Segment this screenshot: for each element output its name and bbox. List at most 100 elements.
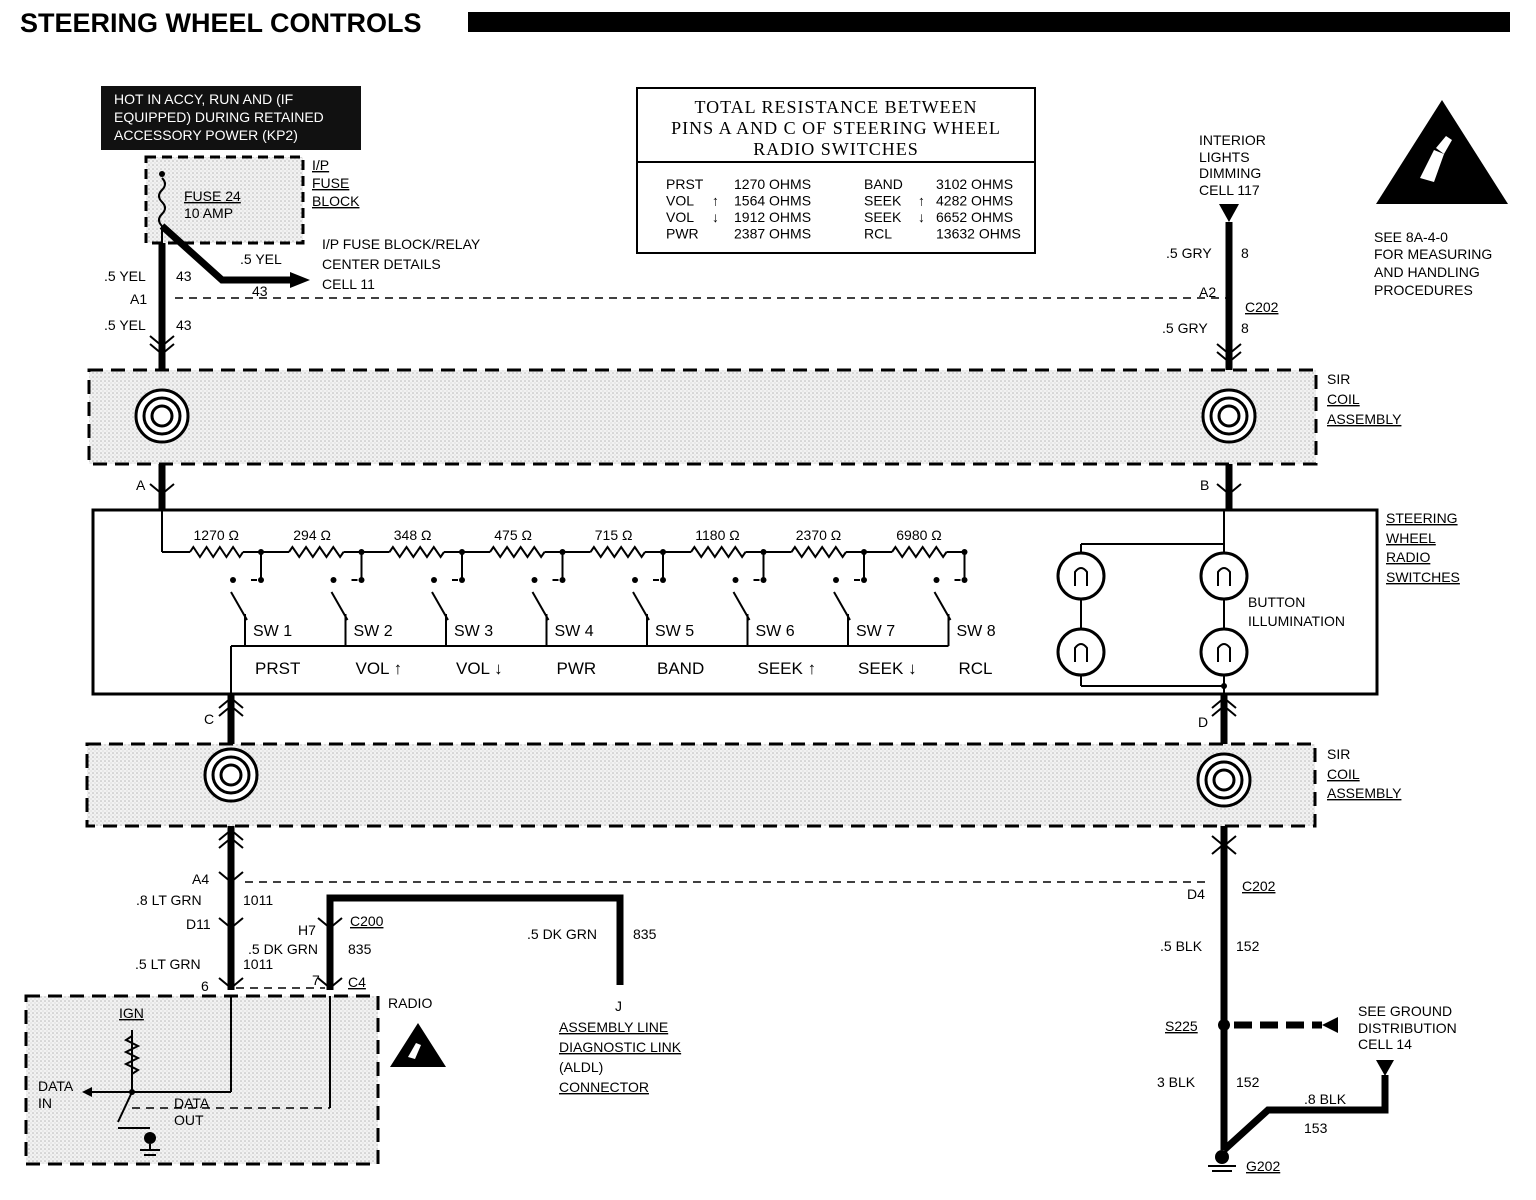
- svg-text:FUSE: FUSE: [312, 175, 349, 191]
- svg-text:HOT IN ACCY, RUN AND (IF: HOT IN ACCY, RUN AND (IF: [114, 91, 293, 107]
- rt-left-name: PRST: [666, 176, 704, 192]
- svg-text:.8 LT GRN: .8 LT GRN: [136, 892, 202, 908]
- svg-text:152: 152: [1236, 1074, 1260, 1090]
- esd-warning-icon: [1376, 100, 1508, 204]
- resistor: [690, 545, 747, 559]
- switch-label: SW 1: [253, 623, 292, 640]
- svg-text:8: 8: [1241, 320, 1249, 336]
- resistor-label: 294 Ω: [293, 527, 331, 543]
- rt-left-arrow: ↑: [712, 193, 719, 209]
- svg-text:RADIO: RADIO: [388, 995, 432, 1011]
- svg-text:SIR: SIR: [1327, 371, 1350, 387]
- svg-text:B: B: [1200, 477, 1209, 493]
- svg-text:SEE GROUND: SEE GROUND: [1358, 1003, 1452, 1019]
- rt-left-value: 1270 OHMS: [734, 176, 811, 192]
- svg-text:.5 YEL: .5 YEL: [240, 251, 282, 267]
- svg-text:TOTAL RESISTANCE BETWEEN: TOTAL RESISTANCE BETWEEN: [694, 97, 977, 117]
- svg-text:6: 6: [201, 978, 209, 994]
- interior-lights-ref: INTERIOR LIGHTS DIMMING CELL 117: [1199, 132, 1266, 222]
- svg-text:153: 153: [1304, 1120, 1328, 1136]
- switch-function: SEEK ↑: [758, 659, 817, 678]
- rt-right-arrow: ↑: [918, 193, 925, 209]
- svg-text:G202: G202: [1246, 1158, 1280, 1174]
- title-bar: [468, 12, 1510, 32]
- svg-text:DIAGNOSTIC LINK: DIAGNOSTIC LINK: [559, 1039, 682, 1055]
- resistor-label: 6980 Ω: [896, 527, 942, 543]
- svg-text:C200: C200: [350, 913, 384, 929]
- rt-right-value: 13632 OHMS: [936, 226, 1021, 242]
- svg-text:COIL: COIL: [1327, 766, 1360, 782]
- svg-text:.5 YEL: .5 YEL: [104, 268, 146, 284]
- svg-text:A1: A1: [130, 291, 147, 307]
- resistor: [589, 545, 646, 559]
- rt-left-name: VOL: [666, 193, 694, 209]
- svg-text:C4: C4: [348, 974, 366, 990]
- rt-right-name: BAND: [864, 176, 903, 192]
- radio-module: IGN DATA IN DATA OUT RADIO: [24, 994, 432, 1166]
- resistance-table: TOTAL RESISTANCE BETWEEN PINS A AND C OF…: [636, 87, 1036, 254]
- svg-text:STEERING: STEERING: [1386, 510, 1458, 526]
- svg-text:.5 DK GRN: .5 DK GRN: [527, 926, 597, 942]
- sir-coil-upper: SIR COIL ASSEMBLY: [87, 368, 1402, 466]
- svg-text:D11: D11: [186, 916, 211, 932]
- svg-text:COIL: COIL: [1327, 391, 1360, 407]
- resistor-label: 348 Ω: [394, 527, 432, 543]
- rt-left-value: 1564 OHMS: [734, 193, 811, 209]
- button-illumination: BUTTON ILLUMINATION: [1056, 510, 1345, 694]
- switch-function: PWR: [557, 659, 597, 678]
- svg-text:835: 835: [348, 941, 372, 957]
- resistor-label: 715 Ω: [595, 527, 633, 543]
- resistor: [189, 545, 244, 559]
- esd-warning-small-icon: [390, 1023, 446, 1067]
- fuse-label: FUSE 24: [184, 188, 241, 204]
- svg-text:J: J: [615, 998, 622, 1014]
- svg-text:152: 152: [1236, 938, 1260, 954]
- svg-text:BUTTON: BUTTON: [1248, 594, 1305, 610]
- rt-right-value: 3102 OHMS: [936, 176, 1013, 192]
- rt-right-name: SEEK: [864, 209, 902, 225]
- svg-text:RADIO: RADIO: [1386, 549, 1430, 565]
- svg-text:ACCESSORY POWER (KP2): ACCESSORY POWER (KP2): [114, 127, 298, 143]
- rt-right-name: SEEK: [864, 193, 902, 209]
- resistor: [790, 545, 847, 559]
- resistor: [891, 545, 948, 559]
- svg-text:EQUIPPED) DURING RETAINED: EQUIPPED) DURING RETAINED: [114, 109, 324, 125]
- svg-text:.5 LT GRN: .5 LT GRN: [135, 956, 201, 972]
- ground-symbol-g202: [1208, 1150, 1236, 1172]
- switch-label: SW 3: [454, 623, 493, 640]
- svg-text:(ALDL): (ALDL): [559, 1059, 603, 1075]
- svg-text:835: 835: [633, 926, 657, 942]
- switch-function: SEEK ↓: [858, 659, 917, 678]
- rt-right-name: RCL: [864, 226, 892, 242]
- svg-text:C202: C202: [1245, 299, 1279, 315]
- resistor: [489, 545, 546, 559]
- svg-text:A2: A2: [1199, 284, 1216, 300]
- resistor-label: 475 Ω: [494, 527, 532, 543]
- resistor-label: 1180 Ω: [695, 527, 739, 543]
- rt-right-value: 6652 OHMS: [936, 209, 1013, 225]
- svg-text:3 BLK: 3 BLK: [1157, 1074, 1196, 1090]
- sir-coil-lower: SIR COIL ASSEMBLY: [85, 742, 1402, 828]
- rt-left-arrow: ↓: [712, 209, 719, 225]
- svg-text:DATA: DATA: [174, 1095, 210, 1111]
- svg-text:.5 GRY: .5 GRY: [1166, 245, 1212, 261]
- svg-text:C202: C202: [1242, 878, 1276, 894]
- svg-text:1011: 1011: [243, 892, 273, 908]
- svg-text:FOR MEASURING: FOR MEASURING: [1374, 246, 1492, 262]
- aldl-label: ASSEMBLY LINE: [559, 1019, 668, 1035]
- svg-text:.5 BLK: .5 BLK: [1160, 938, 1203, 954]
- svg-text:PINS A AND C OF STEERING WHEEL: PINS A AND C OF STEERING WHEEL: [671, 118, 1001, 138]
- switch-label: SW 8: [957, 623, 996, 640]
- switch-label: SW 4: [555, 623, 594, 640]
- svg-text:1011: 1011: [243, 956, 273, 972]
- svg-text:A4: A4: [192, 871, 209, 887]
- svg-text:DISTRIBUTION: DISTRIBUTION: [1358, 1020, 1457, 1036]
- svg-text:CONNECTOR: CONNECTOR: [559, 1079, 649, 1095]
- rt-right-arrow: ↓: [918, 209, 925, 225]
- svg-text:8: 8: [1241, 245, 1249, 261]
- rt-left-value: 1912 OHMS: [734, 209, 811, 225]
- rt-right-value: 4282 OHMS: [936, 193, 1013, 209]
- svg-text:43: 43: [176, 317, 192, 333]
- svg-text:CELL 117: CELL 117: [1199, 182, 1260, 198]
